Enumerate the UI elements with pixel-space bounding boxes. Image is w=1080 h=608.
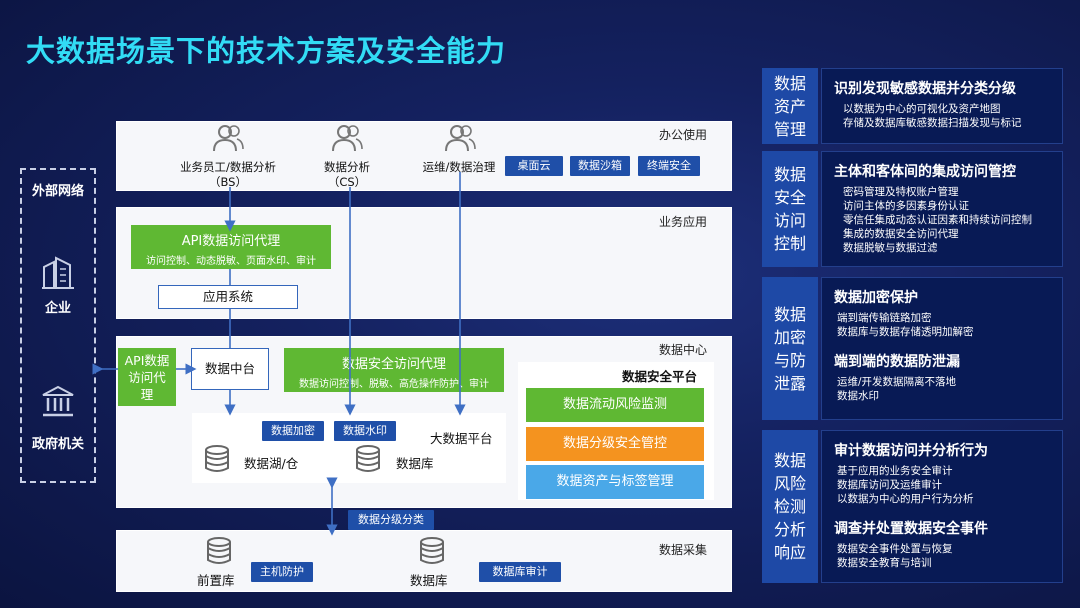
security-platform-item: 数据分级安全管控 (526, 427, 704, 461)
database-icon (205, 445, 229, 472)
business-panel-label: 业务应用 (659, 215, 708, 229)
government-label: 政府机关 (31, 437, 84, 452)
external-network-title: 外部网络 (31, 184, 84, 199)
data-encryption-tag: 数据加密 (262, 421, 324, 441)
sidebar-section-title: 端到端的数据防泄漏 (834, 354, 960, 370)
government-building-icon (42, 385, 74, 417)
sidebar-section-title: 调查并处置数据安全事件 (834, 521, 988, 537)
sidebar-category: 数据风险检测分析响应 (762, 430, 818, 583)
endpoint-security-tag: 终端安全 (638, 156, 700, 176)
sidebar-section-title: 审计数据访问并分析行为 (834, 443, 988, 459)
sidebar-section-item: 数据安全事件处置与恢复 (837, 543, 953, 555)
sidebar-section-item: 数据库与数据存储透明加解密 (837, 326, 974, 338)
user-group-icon (332, 125, 363, 152)
host-protection-tag: 主机防护 (251, 562, 313, 582)
bigdata-platform-label: 大数据平台 (430, 431, 493, 446)
sidebar-block (821, 430, 1063, 583)
page-title: 大数据场景下的技术方案及安全能力 (26, 34, 507, 68)
enterprise-icon (42, 256, 74, 289)
collect-db-label: 数据库 (410, 573, 448, 588)
sidebar-section-item: 零信任集成动态认证因素和持续访问控制 (843, 214, 1032, 226)
sidebar-section-item: 存储及数据库敏感数据扫描发现与标记 (843, 117, 1022, 129)
sidebar-block (821, 277, 1063, 420)
sidebar-section-item: 数据库访问及运维审计 (837, 479, 942, 491)
sidebar-section-item: 数据安全教育与培训 (837, 557, 932, 569)
api-proxy-title: API数据访问代理 (181, 234, 281, 249)
sidebar-category: 数据资产管理 (762, 68, 818, 144)
data-sandbox-tag: 数据沙箱 (570, 156, 630, 176)
sidebar-section-title: 数据加密保护 (834, 290, 918, 306)
app-system-box: 应用系统 (158, 285, 298, 309)
user-label-cs: 数据分析 (324, 160, 370, 174)
sidebar-block (821, 151, 1063, 267)
api-proxy-left-box: API数据访问代理 (118, 348, 176, 406)
user-group-icon (445, 125, 476, 152)
sidebar-section-item: 运维/开发数据隔离不落地 (837, 376, 957, 388)
user-sub-bs: （BS） (209, 175, 247, 189)
data-security-proxy-title: 数据安全访问代理 (341, 357, 446, 372)
api-proxy-left-label: API数据访问代理 (124, 353, 170, 402)
collect-panel-label: 数据采集 (659, 543, 708, 557)
sidebar-section-item: 集成的数据安全访问代理 (843, 228, 959, 240)
sidebar-section-item: 端到端传输链路加密 (837, 312, 932, 324)
data-watermark-tag: 数据水印 (334, 421, 396, 441)
data-lake-label: 数据湖/仓 (244, 456, 299, 471)
security-platform-item: 数据流动风险监测 (526, 388, 704, 422)
user-sub-cs: （CS） (327, 175, 367, 189)
sidebar-block (821, 68, 1063, 144)
db-audit-tag: 数据库审计 (479, 562, 561, 582)
database-label: 数据库 (396, 456, 434, 471)
sidebar-section-item: 访问主体的多因素身份认证 (843, 200, 969, 212)
user-group-icon (213, 125, 244, 152)
external-network-panel (20, 168, 96, 483)
database-icon (420, 537, 444, 564)
sidebar-section-item: 数据水印 (837, 390, 879, 402)
sidebar-section-item: 以数据为中心的用户行为分析 (837, 493, 974, 505)
sidebar-section-item: 以数据为中心的可视化及资产地图 (843, 103, 1001, 115)
user-label-ops: 运维/数据治理 (422, 160, 496, 174)
desktop-cloud-tag: 桌面云 (505, 156, 563, 176)
api-proxy-box: API数据访问代理 访问控制、动态脱敏、页面水印、审计 (131, 225, 331, 269)
sidebar-section-item: 密码管理及特权账户管理 (843, 186, 959, 198)
data-middle-platform-box: 数据中台 (191, 348, 269, 390)
front-db-label: 前置库 (197, 573, 235, 588)
sidebar-category: 数据安全访问控制 (762, 151, 818, 267)
datacenter-panel-label: 数据中心 (659, 343, 708, 357)
data-security-proxy-box: 数据安全访问代理 数据访问控制、脱敏、高危操作防护、审计 (284, 348, 504, 392)
sidebar-category: 数据加密与防泄露 (762, 277, 818, 420)
user-label-bs: 业务员工/数据分析 (180, 160, 276, 174)
database-icon (207, 537, 231, 564)
database-icon (356, 445, 380, 472)
security-platform-item: 数据资产与标签管理 (526, 465, 704, 499)
sidebar-section-title: 识别发现敏感数据并分类分级 (834, 81, 1016, 97)
security-platform-title: 数据安全平台 (622, 369, 698, 384)
api-proxy-desc: 访问控制、动态脱敏、页面水印、审计 (146, 256, 316, 267)
sidebar-section-item: 数据脱敏与数据过滤 (843, 242, 938, 254)
sidebar-section-title: 主体和客体间的集成访问管控 (834, 164, 1016, 180)
data-security-proxy-desc: 数据访问控制、脱敏、高危操作防护、审计 (299, 379, 489, 390)
sidebar-section-item: 基于应用的业务安全审计 (837, 465, 953, 477)
office-panel-label: 办公使用 (659, 128, 708, 142)
data-classify-tag: 数据分级分类 (348, 510, 434, 530)
enterprise-label: 企业 (44, 301, 71, 316)
